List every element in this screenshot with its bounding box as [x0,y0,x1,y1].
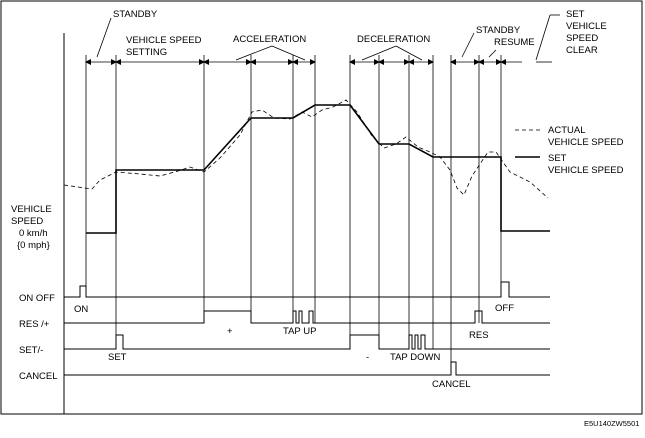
cancel-annotation: CANCEL [432,379,471,390]
phase-speed-setting-label-line2: SETTING [126,47,167,58]
res-signal [64,310,550,324]
on-off-signal [64,281,550,298]
zero-kmh-label: 0 km/h [19,228,48,239]
plus-annotation: + [227,326,233,337]
set-signal-label: SET/- [19,345,43,356]
speed-axis-labels: VEHICLE SPEED 0 km/h {0 mph} [11,204,52,251]
phase-labels: STANDBY VEHICLE SPEED SETTING ACCELERATI… [113,9,607,58]
cancel-signal-label: CANCEL [19,371,58,382]
phase-acceleration-label: ACCELERATION [233,34,306,45]
phase-clear-label-line2: VEHICLE [566,21,607,32]
cancel-signal [64,361,550,376]
speed-axis-label-line1: VEHICLE [11,204,52,215]
phase-resume-label: RESUME [494,37,535,48]
phase-deceleration-label: DECELERATION [357,34,430,45]
legend-set-label-line1: SET [548,153,567,164]
figure-code: E5U140ZW5501 [584,419,639,428]
tap-down-annotation: TAP DOWN [390,352,440,363]
legend-actual-label-line2: VEHICLE SPEED [548,137,624,148]
set-signal [64,334,550,350]
phase-speed-setting-label-line1: VEHICLE SPEED [126,35,202,46]
set-speed-trace [86,104,550,234]
pulse-annotations: ON OFF SET + TAP UP RES - TAP DOWN CANCE… [74,303,514,390]
legend-actual-label-line1: ACTUAL [548,125,585,136]
signal-names: ON OFF RES /+ SET/- CANCEL [19,293,58,382]
legend: ACTUAL VEHICLE SPEED SET VEHICLE SPEED [515,125,624,176]
on-annotation: ON [74,304,88,315]
tap-up-annotation: TAP UP [283,326,316,337]
res-signal-label: RES /+ [19,319,50,330]
zero-mph-label: {0 mph} [17,240,50,251]
phase-clear-label-line1: SET [566,9,585,20]
label-leaders [96,14,560,61]
switch-signals [64,281,550,376]
minus-annotation: - [366,352,369,363]
diagram-frame [0,0,643,415]
phase-clear-label-line3: SPEED [566,33,598,44]
phase-clear-label-line4: CLEAR [566,45,598,56]
phase-standby-label: STANDBY [113,9,158,20]
legend-set-label-line2: VEHICLE SPEED [548,165,624,176]
off-annotation: OFF [495,303,514,314]
on-off-signal-label: ON OFF [19,293,55,304]
set-annotation: SET [108,352,127,363]
actual-speed-trace [63,99,549,199]
speed-axis-label-line2: SPEED [11,216,43,227]
phase-standby-2-label: STANDBY [476,25,521,36]
res-annotation: RES [469,330,489,341]
